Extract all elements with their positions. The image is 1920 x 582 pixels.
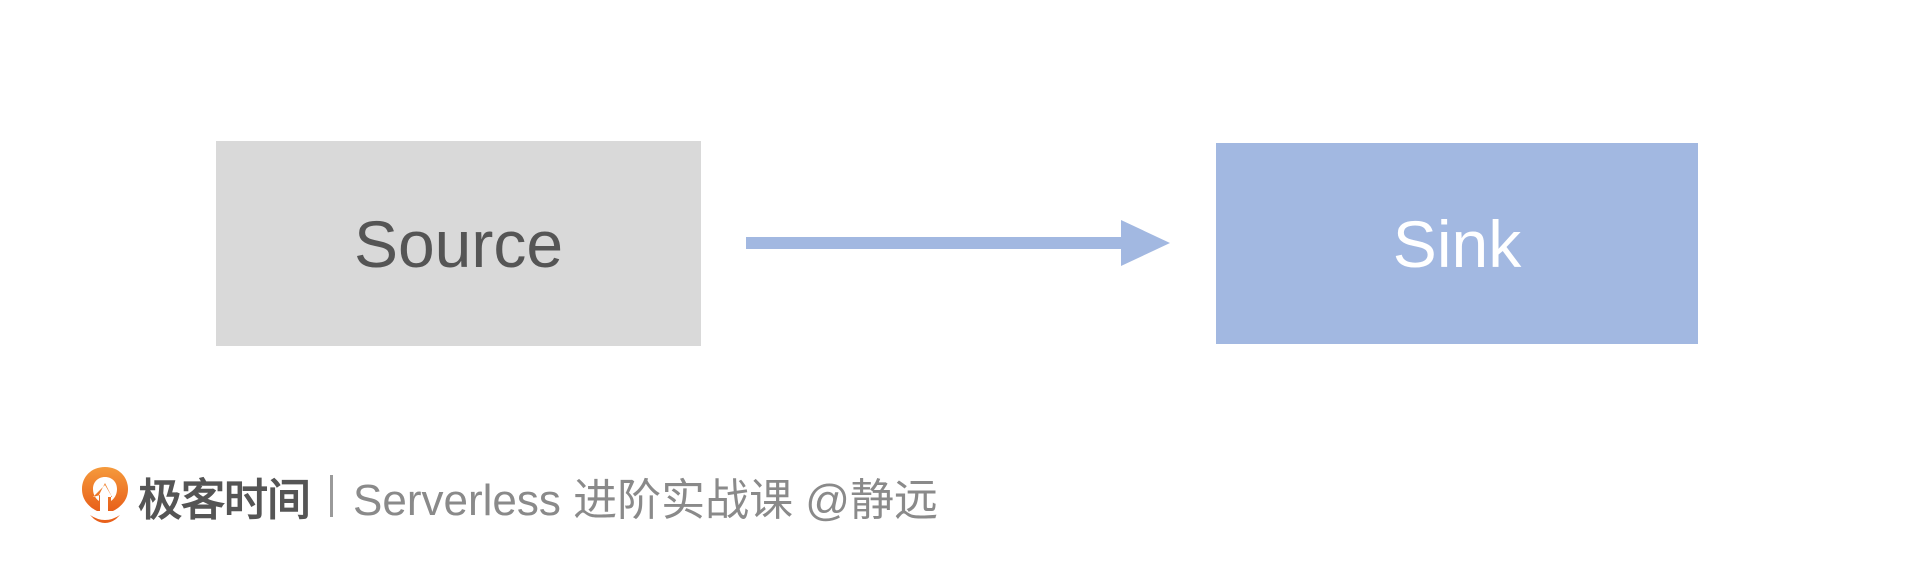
source-label: Source <box>353 206 564 281</box>
footer: 极客时间 Serverless 进阶实战课 @静远 <box>80 464 938 528</box>
geektime-logo-icon <box>82 467 128 523</box>
course-title: Serverless 进阶实战课 @静远 <box>353 476 938 525</box>
brand-name: 极客时间 <box>138 476 311 525</box>
footer-divider <box>330 475 333 517</box>
sink-node: Sink <box>1216 143 1698 344</box>
sink-label: Sink <box>1392 206 1522 281</box>
arrow-icon <box>746 220 1170 266</box>
source-node: Source <box>216 141 701 346</box>
